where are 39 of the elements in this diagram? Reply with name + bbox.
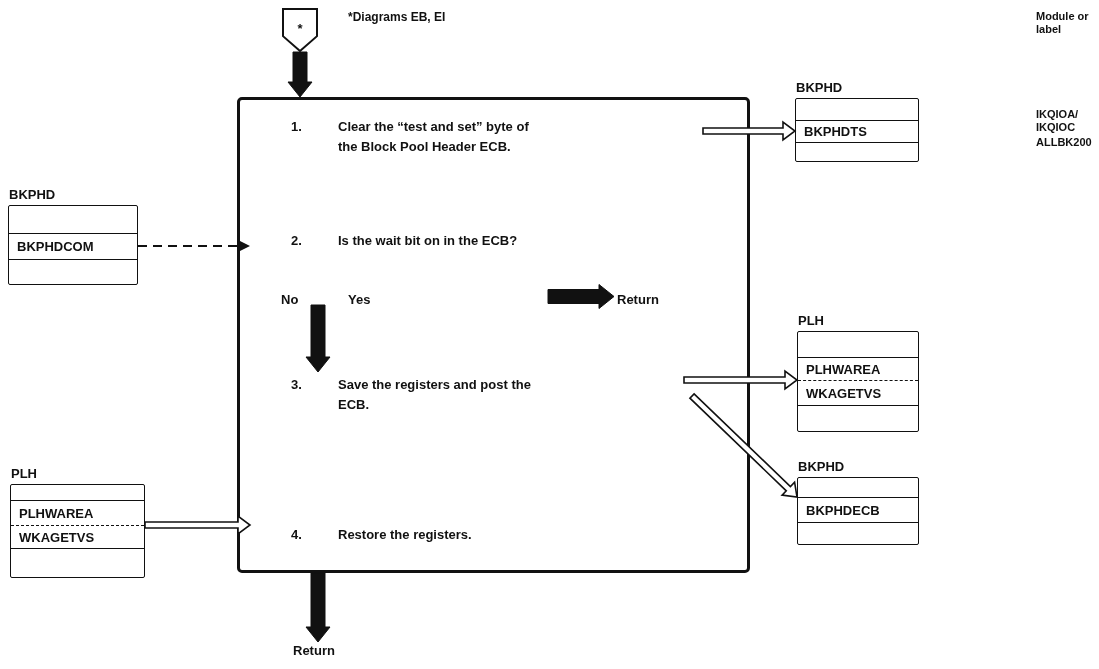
step-number: 4.	[291, 526, 303, 544]
step-text: Save the registers and post the ECB.	[338, 376, 532, 414]
branch-label: Yes	[348, 292, 371, 307]
column-heading: Module or label	[1036, 10, 1090, 36]
return-label: Return	[293, 643, 335, 658]
data-flow-arrow	[702, 120, 797, 142]
field-name: BKPHDECB	[798, 498, 918, 522]
data-flow-arrow	[688, 392, 798, 498]
control-flow-arrow	[287, 51, 313, 98]
field-name: BKPHDCOM	[9, 234, 137, 259]
dashed-arrow	[137, 241, 250, 251]
control-flow-arrow	[547, 284, 615, 309]
field-name: WKAGETVS	[11, 526, 144, 548]
diagram-reference-note: *Diagrams EB, EI	[348, 10, 446, 24]
step-text: Clear the “test and set” byte of the Block Pool Header ECB.	[338, 118, 530, 156]
process-box	[237, 97, 750, 573]
step-number: 3.	[291, 376, 303, 394]
step-text: Is the wait bit on in the ECB?	[338, 232, 519, 250]
record-name: PLH	[798, 313, 824, 329]
step-number: 2.	[291, 232, 303, 250]
module-name: IKQIOA/ IKQIOC	[1036, 108, 1080, 134]
record-name: BKPHD	[796, 80, 843, 96]
step-text: Restore the registers.	[338, 526, 473, 544]
record-name: BKPHD	[9, 187, 56, 203]
step-number: 1.	[291, 118, 303, 136]
record-name: BKPHD	[798, 459, 845, 475]
module-name: ALLBK200	[1036, 136, 1093, 149]
field-name: WKAGETVS	[798, 381, 918, 405]
return-label: Return	[617, 292, 659, 307]
data-flow-arrow	[144, 514, 252, 536]
record-name: PLH	[11, 466, 37, 482]
control-flow-arrow	[305, 572, 331, 643]
data-flow-arrow	[683, 369, 799, 391]
control-flow-arrow	[305, 304, 331, 373]
field-name: PLHWAREA	[798, 358, 918, 380]
connector-mark: *	[296, 22, 304, 36]
field-name: BKPHDTS	[796, 121, 918, 142]
branch-label: No	[281, 292, 299, 307]
field-name: PLHWAREA	[11, 501, 144, 525]
